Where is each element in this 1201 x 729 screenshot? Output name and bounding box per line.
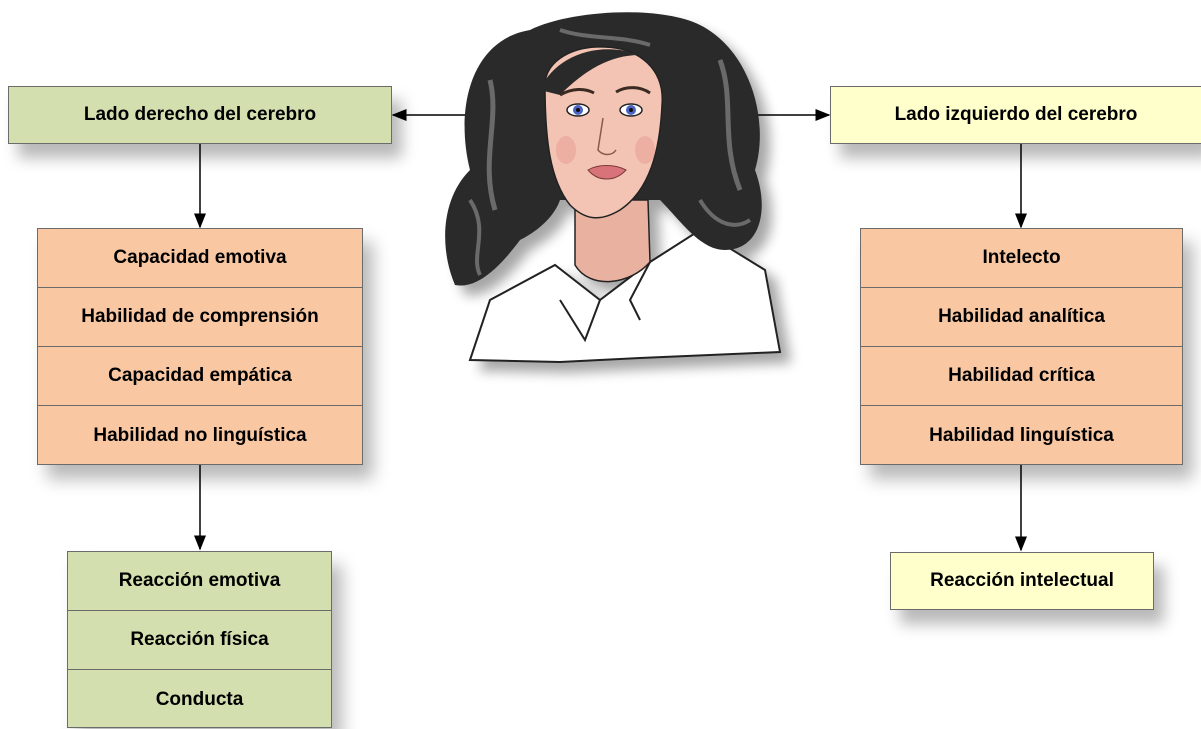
left-reactions-stack: Reacción emotiva Reacción física Conduct… — [67, 551, 332, 728]
left-ability-item: Habilidad no linguística — [93, 424, 307, 446]
left-ability-item: Capacidad emotiva — [38, 229, 362, 288]
left-ability-item: Habilidad de comprensión — [38, 288, 362, 347]
left-brain-header: Lado derecho del cerebro — [8, 86, 392, 144]
left-reaction-item: Conducta — [155, 688, 244, 710]
right-brain-header: Lado izquierdo del cerebro — [830, 86, 1201, 144]
right-ability-item: Intelecto — [861, 229, 1182, 288]
left-reaction-item: Reacción física — [68, 611, 331, 670]
left-ability-item: Capacidad empática — [38, 347, 362, 406]
right-ability-item: Habilidad analítica — [861, 288, 1182, 347]
right-reaction-box: Reacción intelectual — [890, 552, 1154, 610]
left-abilities-stack: Capacidad emotiva Habilidad de comprensi… — [37, 228, 363, 465]
right-ability-item: Habilidad crítica — [861, 347, 1182, 406]
left-reaction-item: Reacción emotiva — [68, 552, 331, 611]
right-ability-item: Habilidad linguística — [929, 424, 1114, 446]
right-abilities-stack: Intelecto Habilidad analítica Habilidad … — [860, 228, 1183, 465]
